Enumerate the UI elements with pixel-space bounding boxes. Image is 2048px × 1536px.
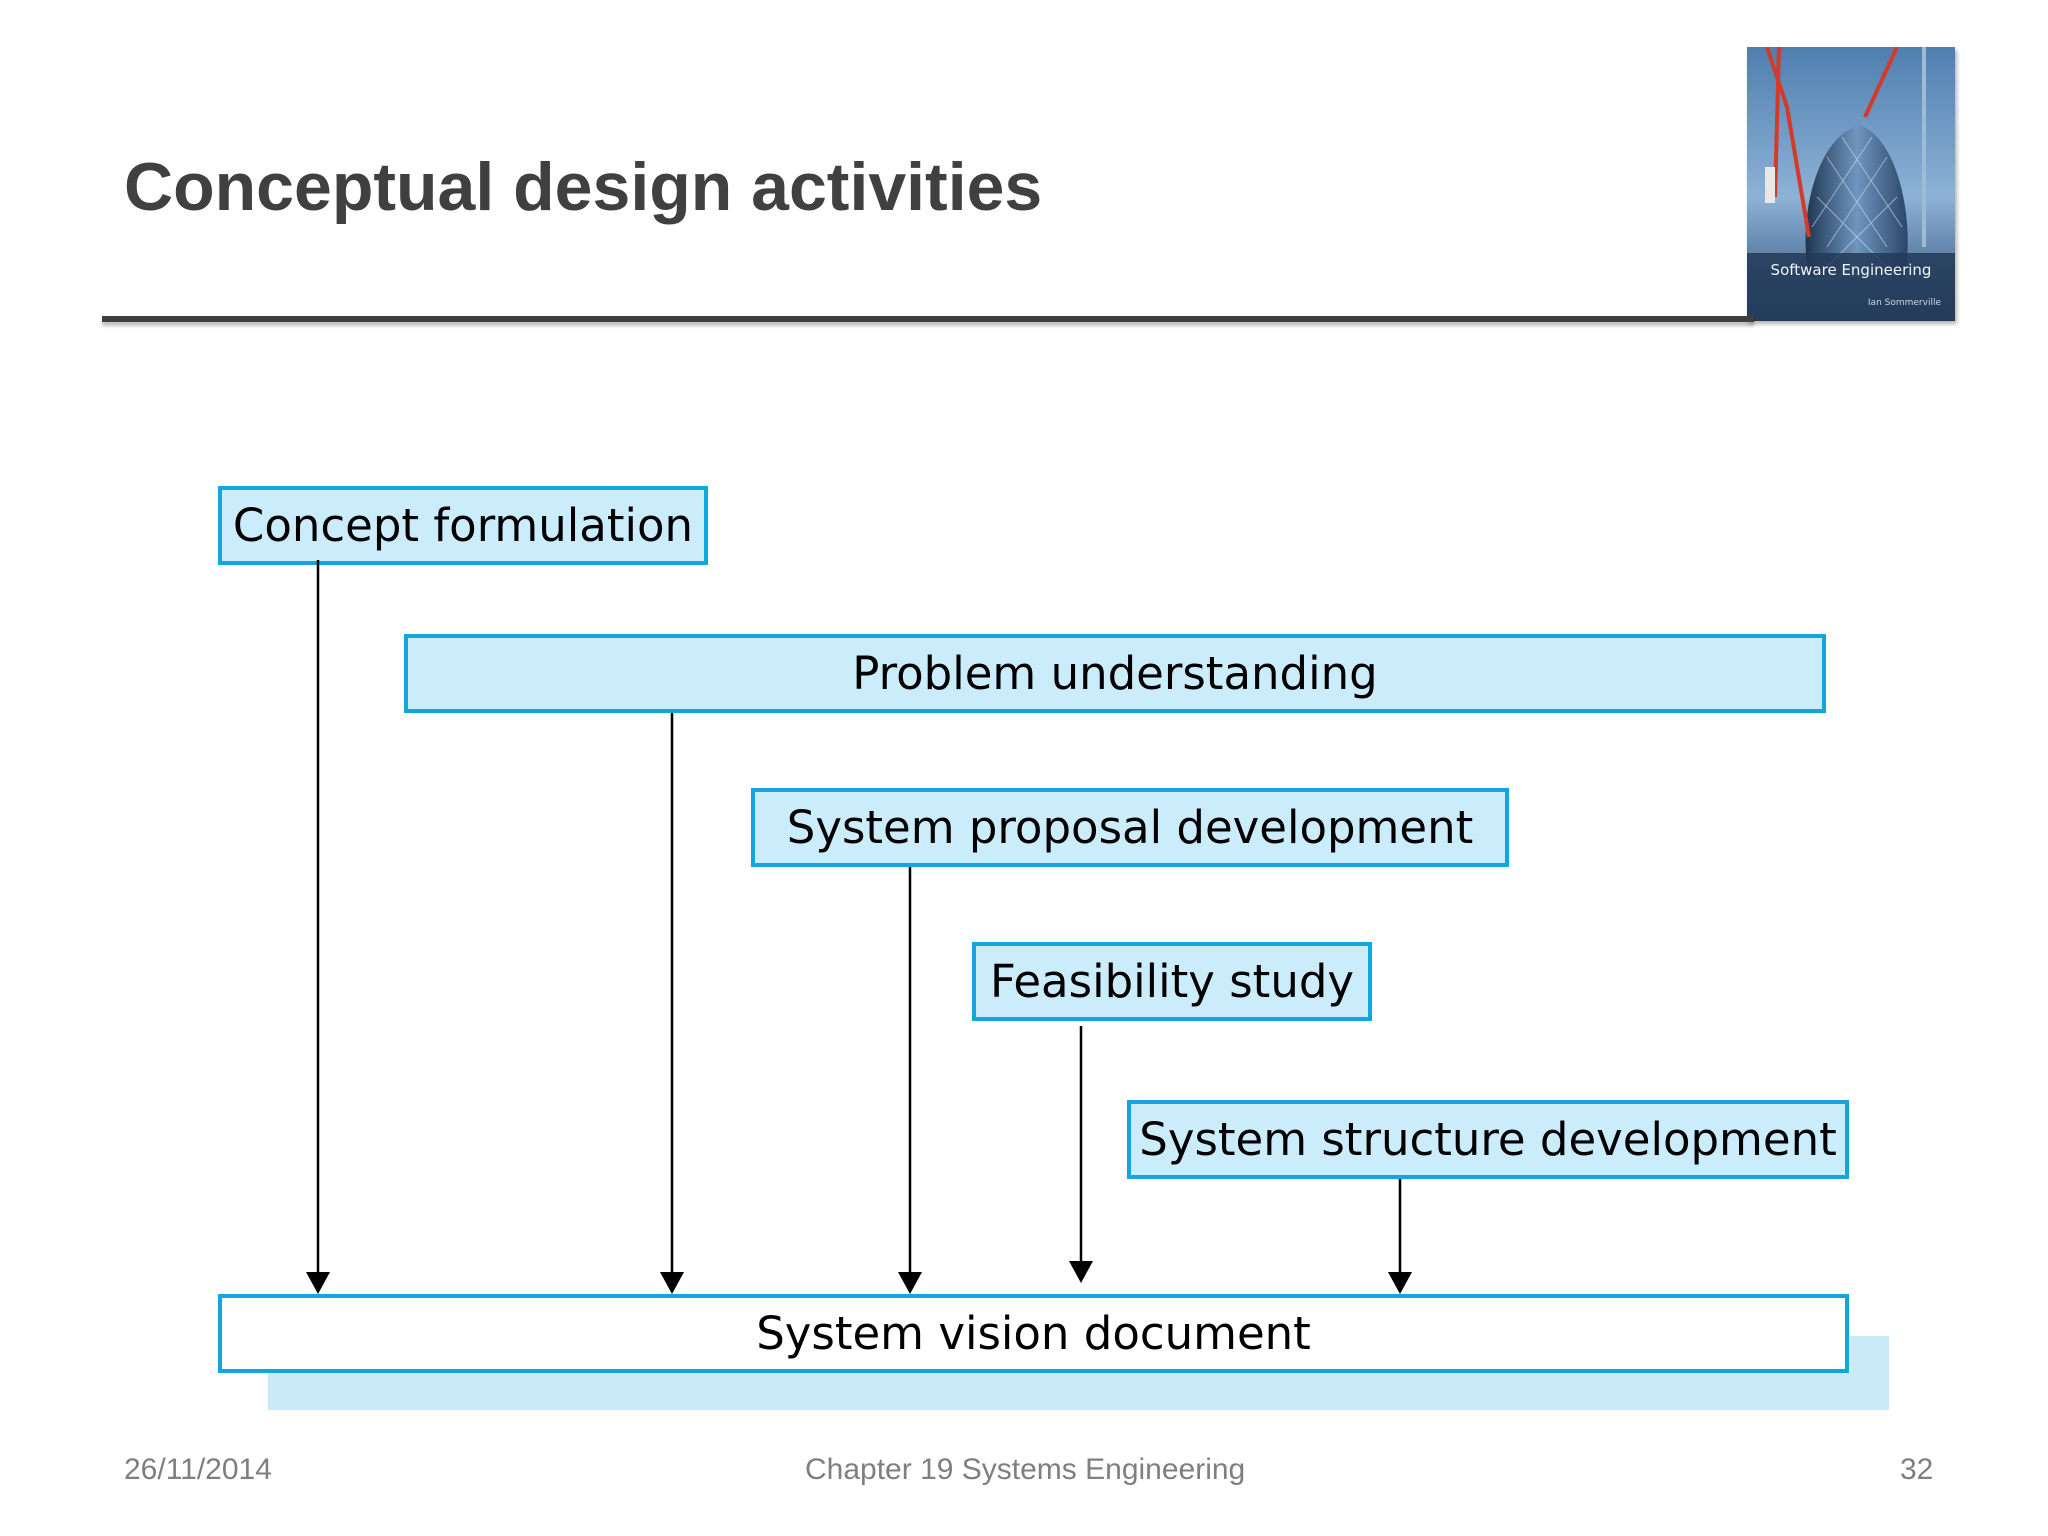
box-feasibility-study: Feasibility study bbox=[972, 942, 1372, 1021]
slide-title: Conceptual design activities bbox=[124, 149, 1043, 225]
book-cover-image: Software Engineering Ian Sommerville bbox=[1747, 47, 1955, 321]
box-system-structure-development: System structure development bbox=[1127, 1100, 1849, 1179]
book-cover-title: Software Engineering bbox=[1771, 261, 1932, 279]
box-label: Concept formulation bbox=[232, 499, 694, 552]
footer-page-number: 32 bbox=[1900, 1453, 1934, 1486]
box-label: System structure development bbox=[1139, 1113, 1837, 1166]
footer-date: 26/11/2014 bbox=[124, 1453, 272, 1486]
footer-chapter: Chapter 19 Systems Engineering bbox=[805, 1453, 1246, 1486]
arrowhead-problem-understanding bbox=[660, 1272, 684, 1294]
box-problem-understanding: Problem understanding bbox=[404, 634, 1826, 713]
box-label: Problem understanding bbox=[852, 647, 1378, 700]
book-cover-author: Ian Sommerville bbox=[1868, 298, 1942, 308]
arrowhead-system-structure-development bbox=[1388, 1272, 1412, 1294]
box-system-proposal-development: System proposal development bbox=[751, 788, 1509, 867]
arrowhead-feasibility-study bbox=[1069, 1261, 1093, 1283]
box-label: System proposal development bbox=[786, 801, 1474, 854]
title-divider bbox=[102, 316, 1754, 322]
box-concept-formulation: Concept formulation bbox=[218, 486, 708, 565]
arrowhead-concept-formulation bbox=[306, 1272, 330, 1294]
box-label: Feasibility study bbox=[989, 955, 1355, 1008]
arrowhead-system-proposal-development bbox=[898, 1272, 922, 1294]
box-system-vision-document: System vision document bbox=[218, 1294, 1849, 1373]
box-label: System vision document bbox=[756, 1307, 1311, 1360]
